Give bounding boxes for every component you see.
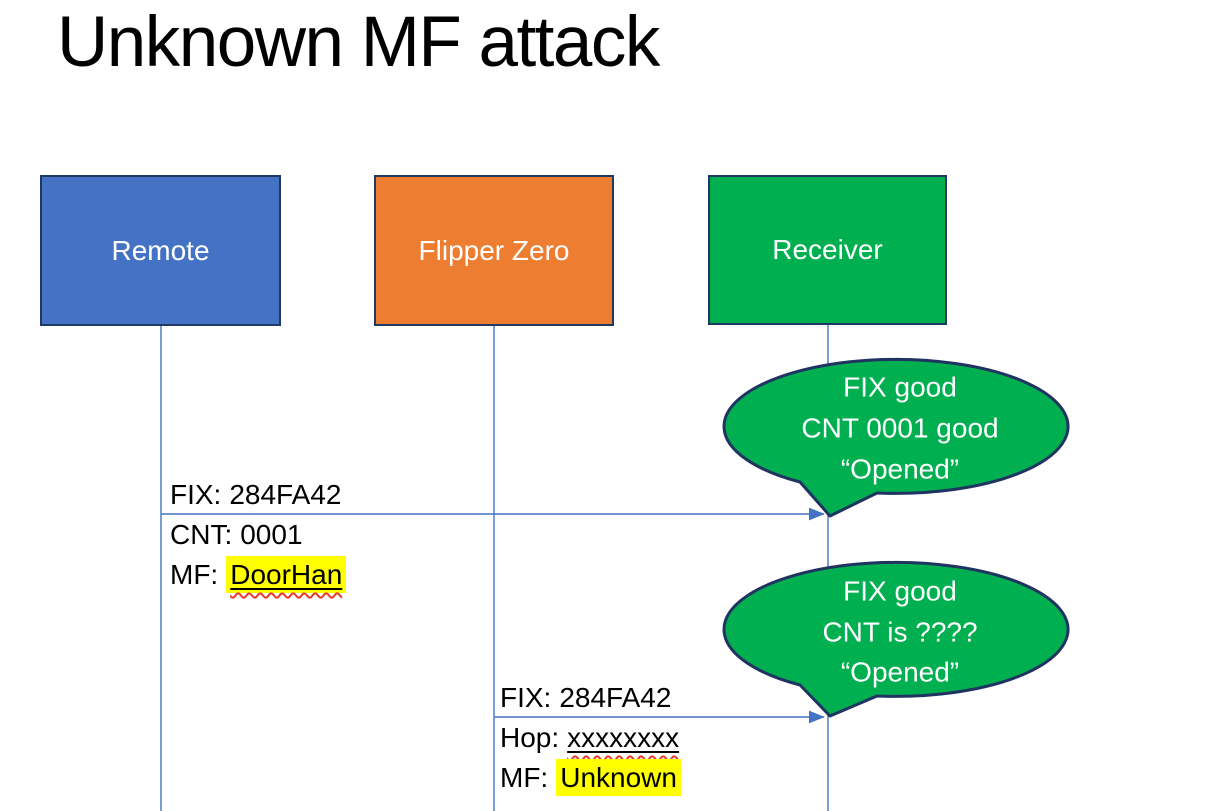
field-label: FIX:	[500, 682, 552, 713]
actor-box-remote: Remote	[40, 175, 281, 326]
field-label: FIX:	[170, 479, 222, 510]
message-1-line-cnt: CNT:0001	[170, 515, 346, 555]
bubble-2-line-2: CNT is ????	[822, 617, 977, 648]
speech-bubble-2	[722, 560, 1070, 718]
actor-box-flipper-zero: Flipper Zero	[374, 175, 614, 326]
squiggle-wrap: xxxxxxxx	[567, 722, 679, 753]
message-2-labels: FIX:284FA42 Hop:xxxxxxxx MF:Unknown	[500, 678, 681, 798]
actor-box-receiver: Receiver	[708, 175, 947, 325]
bubble-1-line-3: “Opened”	[841, 454, 959, 485]
highlighted-value: DoorHan	[226, 556, 347, 593]
message-2-line-mf: MF:Unknown	[500, 758, 681, 798]
field-value: DoorHan	[230, 559, 343, 590]
highlighted-value: Unknown	[556, 759, 681, 796]
field-label: Hop:	[500, 722, 560, 753]
message-1-line-mf: MF: DoorHan	[170, 555, 347, 595]
field-value: 284FA42	[229, 479, 342, 510]
field-label: MF:	[500, 762, 549, 793]
field-value: 284FA42	[559, 682, 672, 713]
actor-label-flipper-zero: Flipper Zero	[418, 234, 570, 266]
field-label: MF:	[170, 559, 219, 590]
bubble-2-line-3: “Opened”	[841, 657, 959, 688]
message-1-labels: FIX:284FA42 CNT:0001 MF: DoorHan	[170, 475, 347, 595]
message-2-line-fix: FIX:284FA42	[500, 678, 681, 718]
field-label: CNT:	[170, 519, 233, 550]
speech-bubble-1	[722, 357, 1070, 518]
bubble-1-line-1: FIX good	[843, 372, 957, 403]
message-2-line-hop: Hop:xxxxxxxx	[500, 718, 681, 758]
bubble-1-line-2: CNT 0001 good	[801, 413, 998, 444]
bubble-2-line-1: FIX good	[843, 576, 957, 607]
actor-label-remote: Remote	[111, 234, 210, 266]
field-value: 0001	[240, 519, 303, 550]
slide-title: Unknown MF attack	[57, 3, 660, 82]
message-1-line-fix: FIX:284FA42	[170, 475, 346, 515]
actor-label-receiver: Receiver	[772, 234, 883, 265]
field-value: xxxxxxxx	[567, 722, 680, 753]
